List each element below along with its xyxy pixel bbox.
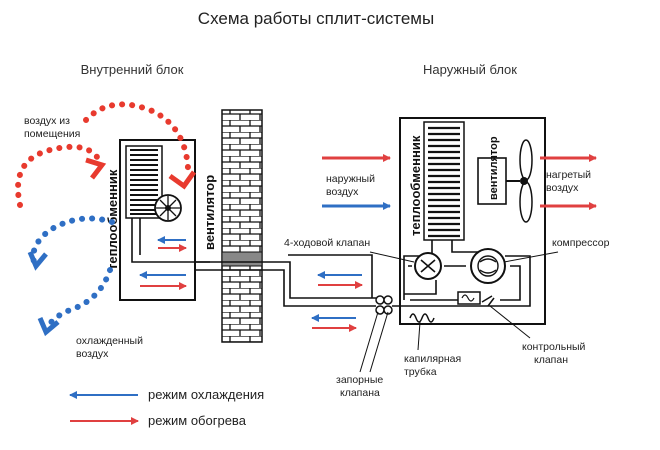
outdoor-heat-exchanger-label: теплообменник	[408, 135, 423, 236]
outdoor-air-in-label-line2: воздух	[326, 186, 359, 198]
indoor-air-in-label-line2: помещения	[24, 128, 80, 140]
capillary-tube-label-line1: капилярная	[404, 353, 461, 365]
indoor-air-out-label-line2: воздух	[76, 348, 109, 360]
brick-wall	[221, 109, 263, 343]
shutoff-valves-icon	[375, 295, 393, 315]
indoor-unit-heading: Внутренний блок	[81, 62, 184, 77]
outdoor-fan-icon	[506, 139, 533, 223]
shutoff-valves-label-line2: клапана	[340, 387, 380, 399]
outdoor-fan-label: вентилятор	[488, 136, 500, 200]
check-valve-label-line2: клапан	[534, 354, 568, 366]
outdoor-air-arrows	[322, 154, 597, 210]
indoor-air-out-label-line1: охлажденный	[76, 335, 143, 347]
outdoor-air-out-label-line1: нагретый	[546, 169, 591, 181]
indoor-unit: теплообменник	[105, 139, 210, 301]
indoor-air-in-flow	[15, 101, 197, 208]
outdoor-unit-heading: Наружный блок	[423, 62, 517, 77]
outdoor-coil-icon	[423, 121, 465, 241]
compressor-label: компрессор	[552, 237, 610, 249]
check-valve-label-line1: контрольный	[522, 341, 586, 353]
diagram-title: Схема работы сплит-системы	[198, 9, 434, 28]
four-way-valve-label: 4-ходовой клапан	[284, 237, 370, 249]
outdoor-unit: теплообменник вентилятор	[392, 117, 546, 325]
capillary-tube-icon	[409, 313, 435, 323]
outdoor-air-in-label-line1: наружный	[326, 173, 375, 185]
indoor-fan-icon	[154, 194, 182, 222]
refrigerant-lines	[195, 254, 376, 332]
legend-heating-label: режим обогрева	[148, 413, 247, 428]
capillary-tube-label-line2: трубка	[404, 366, 437, 378]
check-valve-icon	[457, 291, 495, 307]
legend: режим охлаждения режим обогрева	[69, 387, 264, 428]
shutoff-valves-label-line1: запорные	[336, 374, 383, 386]
indoor-air-out-flow	[27, 215, 115, 337]
outdoor-air-out-label-line2: воздух	[546, 182, 579, 194]
legend-cooling-label: режим охлаждения	[148, 387, 264, 402]
compressor-icon	[470, 248, 506, 284]
four-way-valve-icon	[414, 252, 442, 280]
indoor-fan-label: вентилятор	[202, 175, 217, 250]
indoor-air-in-label-line1: воздух из	[24, 115, 70, 127]
